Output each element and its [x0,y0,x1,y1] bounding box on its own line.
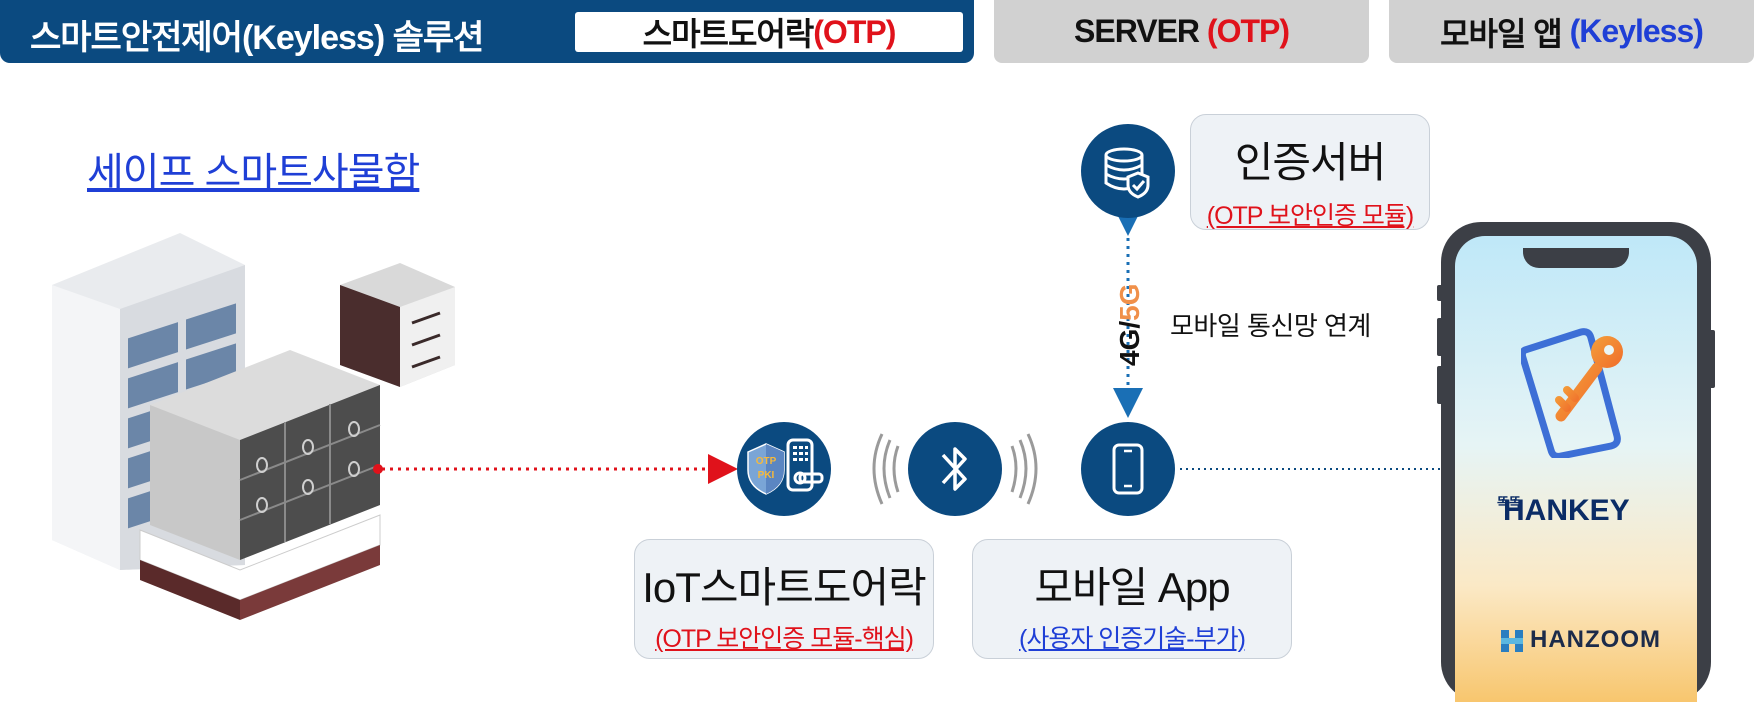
doorlock-box: IoT스마트도어락 (OTP 보안인증 모듈-핵심) [634,539,934,659]
bluetooth-icon [941,447,967,491]
phone-volume-up-button [1437,318,1443,356]
header-bar: 스마트안전제어(Keyless) 솔루션 스마트도어락 (OTP) [0,0,974,63]
smartphone-icon [1112,443,1144,495]
phone-mockup: 똑똑 HANKEY HANZOOM [1441,222,1711,702]
network-type-label: 4G/5G [1114,284,1145,367]
app-name-prefix: 똑똑 [1497,495,1521,510]
key-phone-icon [1521,328,1623,458]
auth-server-title: 인증서버 [1234,139,1387,186]
door-lock-icon: OTP PKI [747,438,824,495]
auth-server-node[interactable] [1081,124,1175,218]
bluetooth-signal-waves [872,433,1038,505]
phone-volume-down-button [1437,366,1443,404]
tab-smart-doorlock-label: 스마트도어락 [642,16,815,52]
mobile-app-subtitle: (사용자 인증기술-부가) [1019,625,1246,653]
app-name: HANKEY [1503,494,1630,527]
tab-server-label: SERVER [1074,13,1200,49]
smart-locker-illustration [52,233,455,620]
tab-server-tag: (OTP) [1206,13,1290,49]
phone-notch [1523,248,1629,268]
header-title: 스마트안전제어(Keyless) 솔루션 [30,19,484,57]
network-type-4g: 4G/ [1114,321,1145,366]
tab-mobile-app[interactable]: 모바일 앱 (Keyless) [1389,0,1754,63]
network-label: 모바일 통신망 연계 [1170,311,1371,341]
doorlock-title: IoT스마트도어락 [642,564,927,611]
mobile-node[interactable] [1081,422,1175,516]
doorlock-subtitle: (OTP 보안인증 모듈-핵심) [655,625,914,653]
tab-smart-doorlock[interactable]: 스마트도어락 (OTP) [575,12,963,52]
locker-connection-point [373,464,383,474]
safe-locker-title[interactable]: 세이프 스마트사물함 [87,151,420,195]
brand-name: HANZOOM [1530,626,1661,653]
mobile-app-box: 모바일 App (사용자 인증기술-부가) [972,539,1292,659]
otp-badge-text: OTP [756,456,777,467]
network-type-5g: 5G [1114,284,1145,321]
auth-server-subtitle: (OTP 보안인증 모듈) [1206,202,1414,230]
phone-power-button [1709,330,1715,388]
phone-side-button [1437,285,1443,301]
tab-mobile-app-tag: (Keyless) [1569,13,1704,49]
tab-server[interactable]: SERVER (OTP) [994,0,1369,63]
tab-mobile-app-label: 모바일 앱 [1440,15,1563,52]
pki-badge-text: PKI [758,470,775,481]
phone-screen: 똑똑 HANKEY HANZOOM [1455,236,1697,702]
database-shield-icon [1104,147,1150,199]
bluetooth-node[interactable] [908,422,1002,516]
auth-server-box: 인증서버 (OTP 보안인증 모듈) [1190,114,1430,230]
svg-text:4G/5G: 4G/5G [1114,284,1145,367]
signal-wave-icon [882,439,892,499]
doorlock-node[interactable]: OTP PKI [737,422,831,516]
mobile-app-title: 모바일 App [1034,564,1230,611]
hanzoom-logo-icon [1501,630,1523,652]
tab-smart-doorlock-tag: (OTP) [813,13,896,50]
